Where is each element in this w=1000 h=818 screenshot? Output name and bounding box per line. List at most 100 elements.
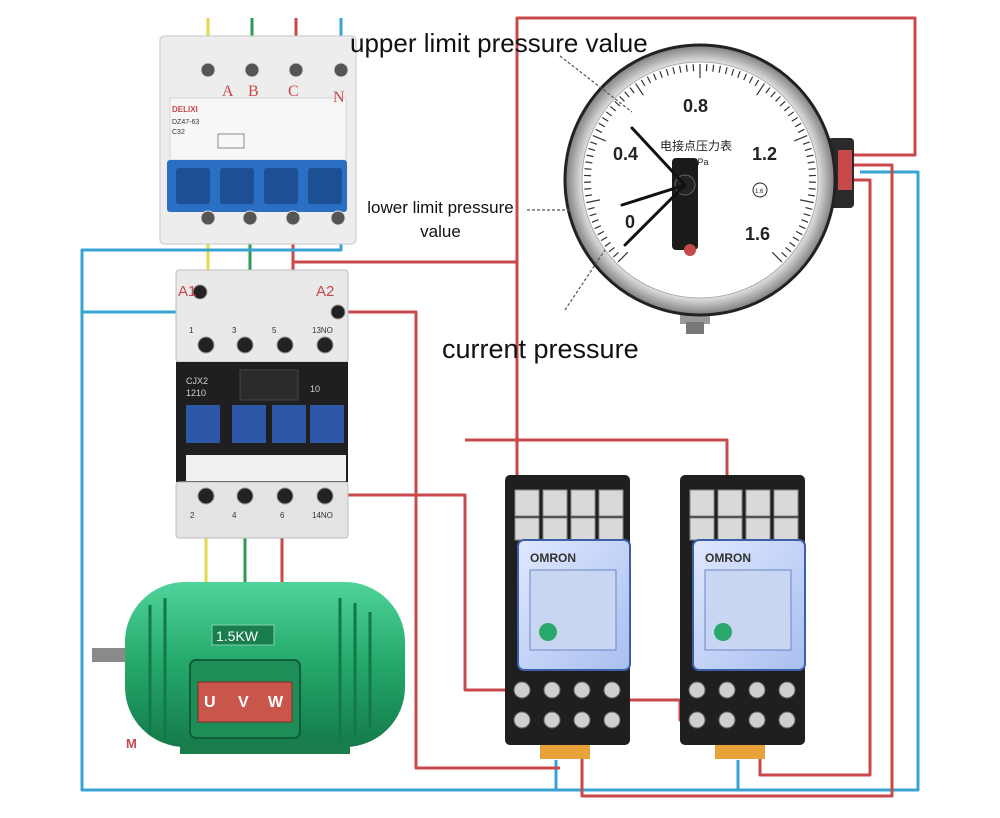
wire-relay2-feed bbox=[580, 163, 894, 798]
gauge-tick bbox=[619, 95, 625, 102]
gauge-tick bbox=[601, 116, 609, 122]
wire-coil-a2 bbox=[340, 310, 560, 770]
gauge-needle-current bbox=[623, 183, 687, 247]
gauge-scale-12: 1.2 bbox=[752, 144, 777, 164]
breaker-model: DZ47-63 bbox=[172, 119, 199, 126]
gauge-tick bbox=[665, 68, 669, 76]
gauge-tick bbox=[797, 128, 805, 133]
gauge-scale-08: 0.8 bbox=[683, 96, 708, 116]
gauge-tick bbox=[588, 147, 596, 151]
gauge-tick bbox=[803, 213, 811, 217]
motor-terminal-u: U bbox=[204, 694, 216, 711]
gauge-tick bbox=[595, 128, 603, 133]
motor-symbol: M bbox=[126, 736, 137, 751]
contactor-model: CJX2 bbox=[186, 376, 208, 386]
gauge-tick bbox=[586, 154, 594, 158]
gauge-tick bbox=[600, 236, 608, 242]
wire-neutral-loop bbox=[80, 170, 920, 792]
gauge-tick bbox=[604, 241, 611, 247]
gauge-scale-04: 0.4 bbox=[613, 144, 638, 164]
gauge-tick bbox=[591, 219, 599, 223]
gauge-tick bbox=[672, 67, 676, 75]
contactor-screws bbox=[192, 284, 346, 505]
gauge-tick bbox=[775, 95, 781, 102]
gauge-title: 电接点压力表 bbox=[660, 138, 732, 153]
gauge-tick bbox=[771, 251, 783, 263]
contactor-a1-label: A1 bbox=[178, 283, 196, 300]
gauge-tick bbox=[598, 122, 606, 128]
gauge-tick bbox=[795, 230, 803, 236]
breaker-terminal-a: A bbox=[222, 83, 234, 100]
gauge-tick bbox=[785, 247, 792, 253]
gauge-scale-16: 1.6 bbox=[745, 224, 770, 244]
gauge-ticks bbox=[584, 64, 816, 263]
gauge-tick bbox=[789, 241, 796, 247]
gauge-tick bbox=[585, 161, 593, 164]
motor: 1.5KW U V W M bbox=[92, 582, 405, 754]
gauge-tick bbox=[629, 87, 635, 94]
gauge-tick bbox=[724, 67, 728, 75]
gauge-tick bbox=[798, 225, 806, 230]
gauge-needles bbox=[620, 126, 687, 247]
gauge-tick bbox=[807, 161, 815, 164]
gauge-tick bbox=[597, 230, 605, 236]
gauge-tick bbox=[743, 73, 748, 81]
contactor-a2-label: A2 bbox=[316, 283, 334, 300]
gauge-tick bbox=[748, 76, 754, 84]
gauge-tick bbox=[806, 154, 814, 158]
gauge-tick bbox=[635, 83, 644, 96]
gauge-needle-upper bbox=[630, 126, 687, 187]
gauge-tick bbox=[612, 251, 619, 258]
label-lower-limit: lower limit pressure value bbox=[367, 198, 514, 241]
pressure-gauge: 0 0.4 0.8 1.2 1.6 电接点压力表 MPa 1.6 bbox=[563, 43, 854, 334]
contactor-top-13no: 13NO bbox=[312, 326, 333, 335]
contactor-bottom-14no: 14NO bbox=[312, 511, 333, 520]
contactor-bottom-6: 6 bbox=[280, 511, 285, 520]
breaker-screws bbox=[200, 62, 349, 226]
gauge-tick bbox=[804, 147, 812, 151]
wire-aux-contact bbox=[325, 493, 525, 692]
contactor-model-no: 1210 bbox=[186, 388, 206, 398]
gauge-tick bbox=[807, 194, 815, 197]
breaker-rating: C32 bbox=[172, 129, 185, 136]
gauge-tick bbox=[592, 135, 606, 142]
gauge-unit: MPa bbox=[690, 157, 709, 167]
gauge-tick bbox=[783, 105, 791, 112]
gauge-tick bbox=[605, 111, 613, 117]
gauge-tick bbox=[712, 64, 715, 72]
gauge-tick bbox=[594, 225, 602, 230]
gauge-tick bbox=[781, 251, 788, 258]
gauge-tick bbox=[584, 187, 592, 190]
breaker-terminal-c: C bbox=[288, 83, 299, 100]
gauge-tick bbox=[808, 187, 816, 190]
gauge-tick bbox=[652, 73, 657, 81]
gauge-tick bbox=[737, 70, 741, 78]
label-upper-limit: upper limit pressure value bbox=[350, 28, 648, 58]
gauge-tick bbox=[685, 64, 688, 72]
breaker-terminal-n: N bbox=[333, 89, 345, 106]
label-current-pressure: current pressure bbox=[442, 334, 639, 364]
breaker-brand: DELIXI bbox=[172, 105, 198, 114]
wire-relay-cross bbox=[465, 438, 729, 490]
gauge-tick bbox=[787, 111, 795, 117]
gauge-tick bbox=[718, 65, 721, 73]
gauge-tick bbox=[802, 141, 810, 145]
gauge-tick bbox=[590, 141, 598, 145]
gauge-tick bbox=[614, 100, 621, 107]
gauge-tick bbox=[640, 79, 646, 87]
breaker-terminal-b: B bbox=[248, 83, 259, 100]
gauge-tick bbox=[754, 79, 760, 87]
gauge-tick bbox=[659, 70, 663, 78]
gauge-tick bbox=[679, 65, 682, 73]
gauge-tick bbox=[808, 168, 816, 170]
gauge-tick bbox=[587, 206, 595, 210]
gauge-tick bbox=[791, 116, 799, 122]
motor-power: 1.5KW bbox=[216, 628, 259, 644]
gauge-needle-lower bbox=[620, 183, 687, 207]
relay-1: OMRON bbox=[505, 475, 631, 759]
motor-terminal-v: V bbox=[238, 694, 249, 711]
gauge-tick bbox=[617, 251, 629, 263]
gauge-tick bbox=[731, 68, 735, 76]
gauge-tick bbox=[589, 213, 597, 217]
circuit-breaker: A B C N DELIXI DZ47-63 C32 bbox=[159, 35, 357, 245]
